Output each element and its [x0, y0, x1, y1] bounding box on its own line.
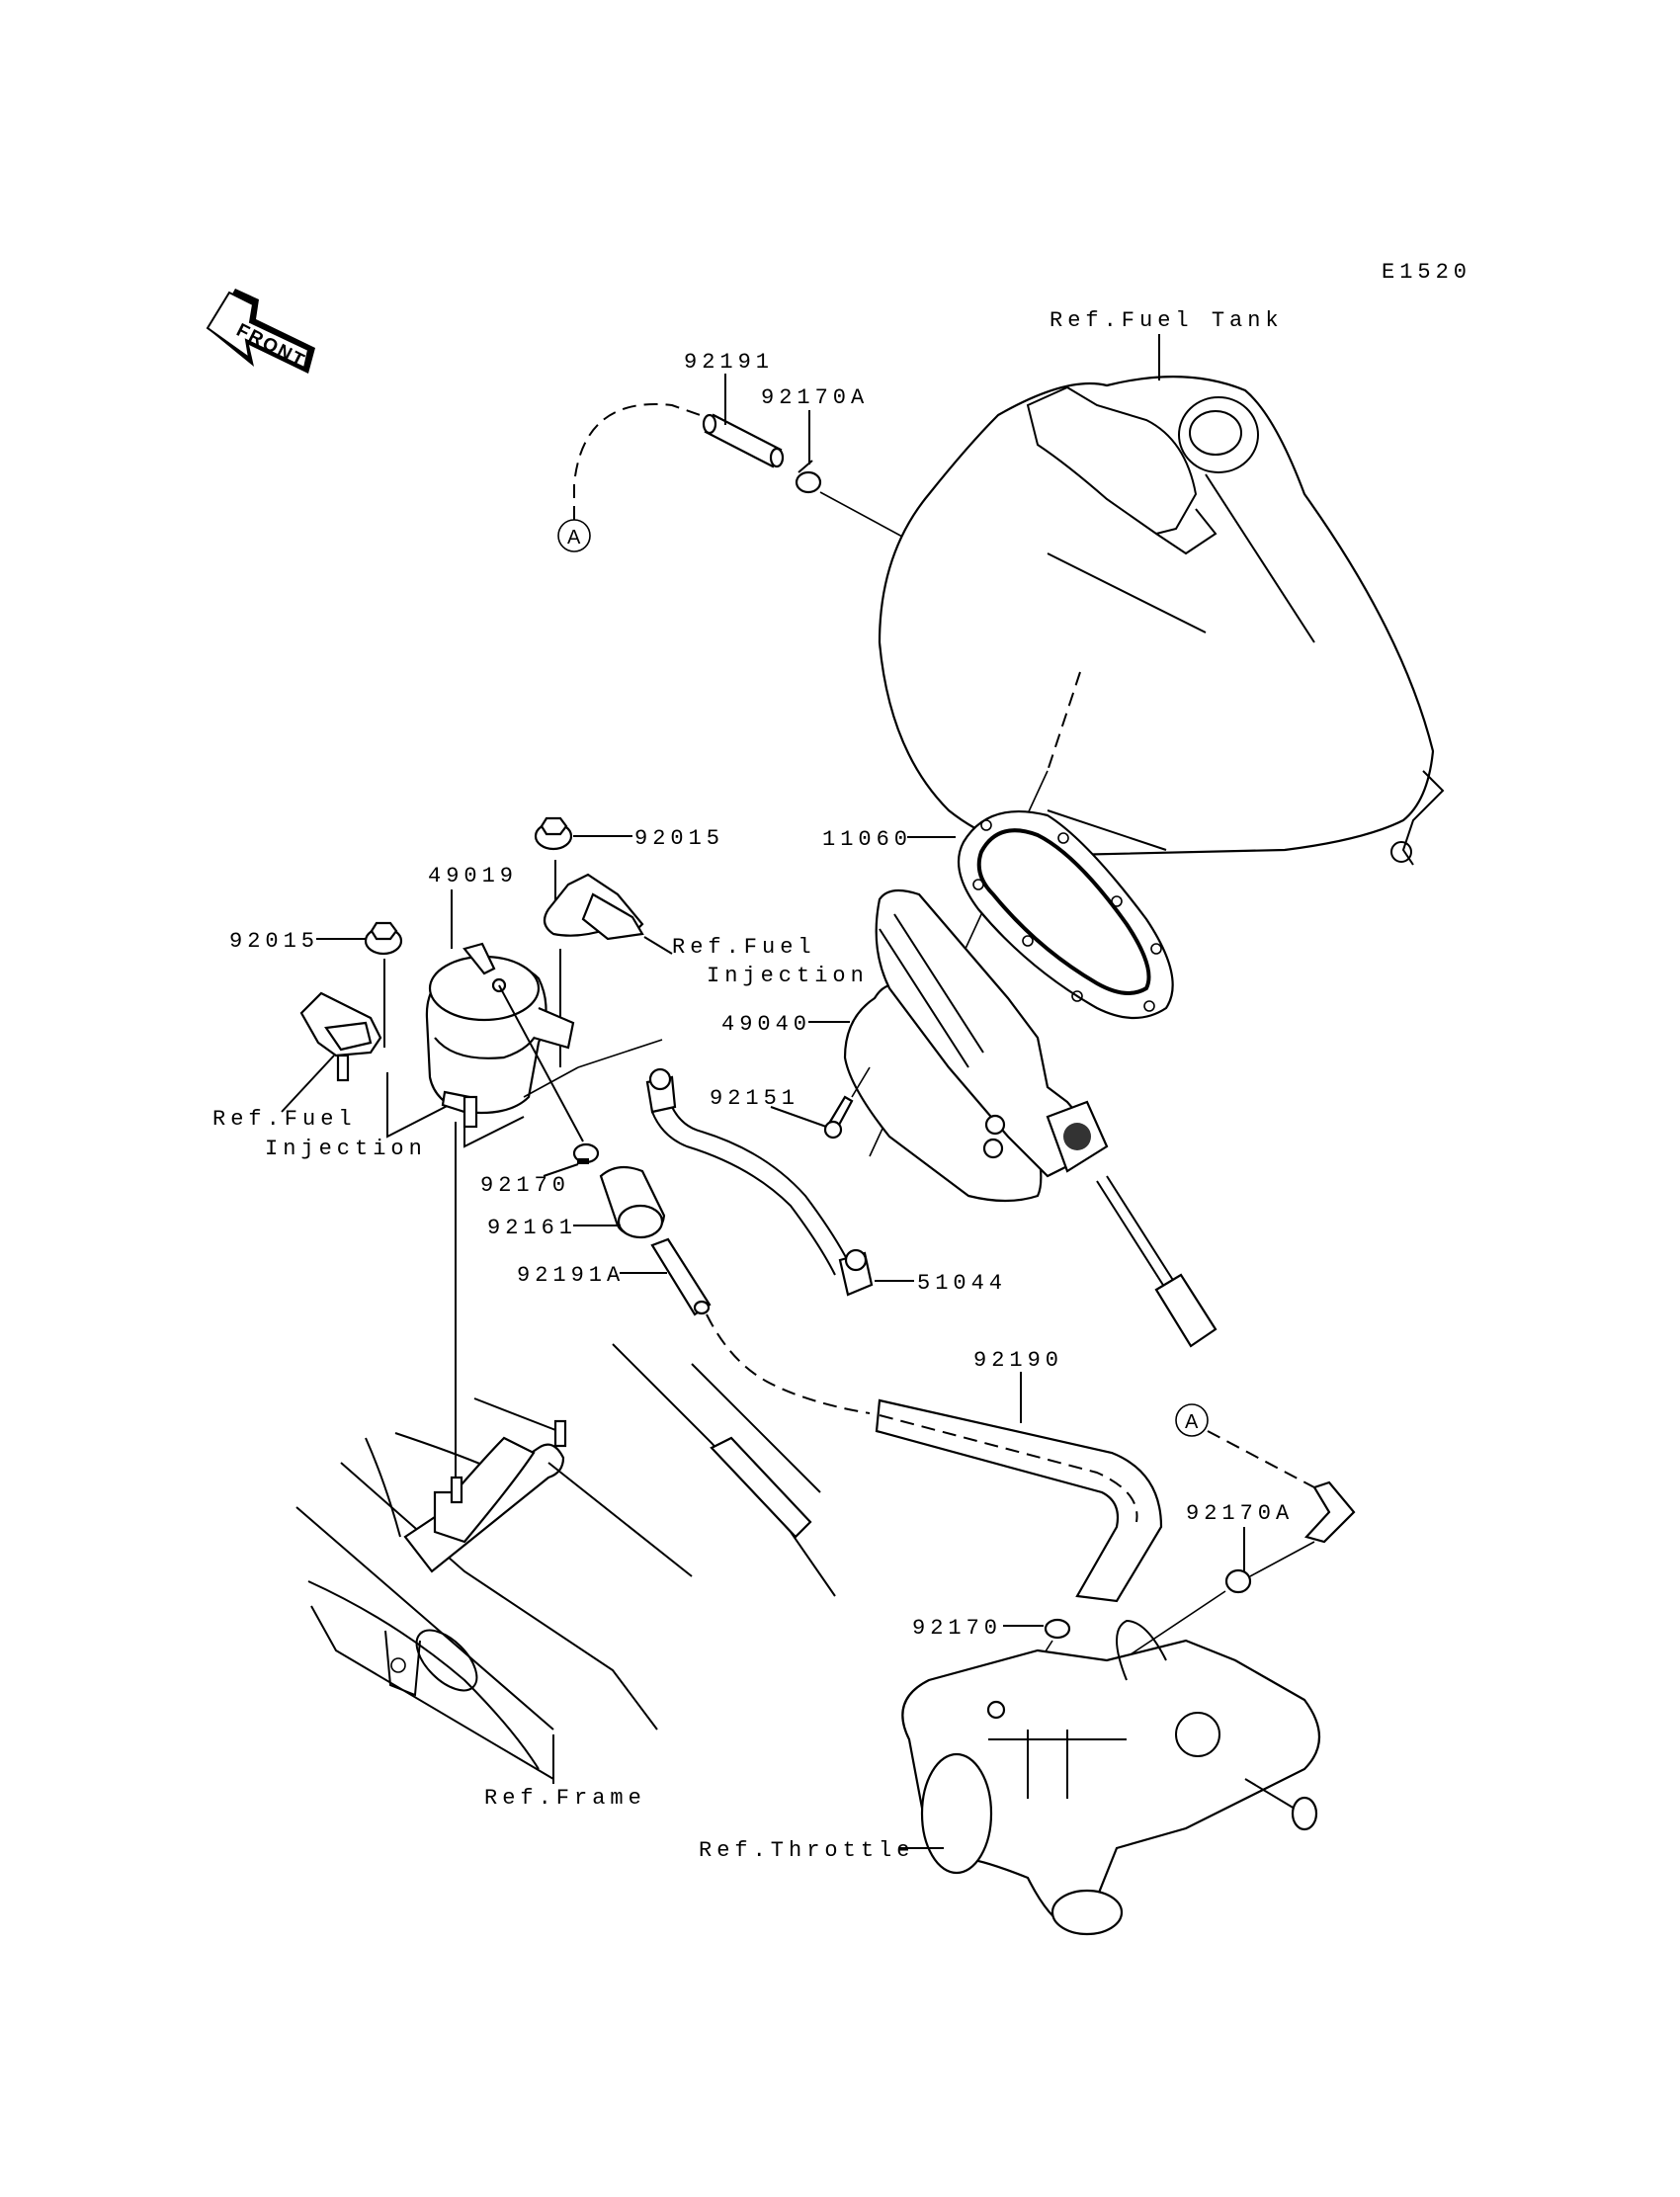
- label-92190: 92190: [973, 1348, 1063, 1373]
- label-ref-frame: Ref.Frame: [484, 1786, 646, 1811]
- svg-text:A: A: [567, 527, 581, 549]
- label-92015-left: 92015: [229, 929, 319, 954]
- clamp-92170-mid: [572, 1142, 600, 1164]
- label-ref-fuel-inj-left-2: Injection: [265, 1137, 427, 1161]
- clamp-92170-bottom: [1044, 1618, 1071, 1640]
- label-92170-bottom: 92170: [912, 1616, 1002, 1641]
- screw-92151: [823, 1095, 854, 1140]
- label-92170-mid: 92170: [480, 1173, 570, 1198]
- sensor-left: [299, 991, 382, 1082]
- nut-92015-right: [534, 816, 573, 851]
- hose-92191: [702, 413, 785, 468]
- label-92170A-bottom: 92170A: [1186, 1501, 1294, 1526]
- clamp-92170A-top: [795, 460, 822, 494]
- filter-49019: [425, 942, 575, 1129]
- svg-text:A: A: [1185, 1411, 1199, 1433]
- ref-marker-a-top: A: [557, 519, 591, 552]
- nut-92015-left: [364, 921, 403, 956]
- sensor-right: [543, 873, 644, 941]
- fuel-pump-49040: [843, 888, 1218, 1348]
- frame: [295, 1343, 836, 1784]
- diagram-code: E1520: [1382, 260, 1471, 285]
- label-ref-fuel-inj-right-2: Injection: [707, 964, 869, 988]
- label-92151: 92151: [710, 1086, 799, 1111]
- label-92191A: 92191A: [517, 1263, 625, 1288]
- label-ref-throttle: Ref.Throttle: [699, 1838, 914, 1863]
- label-ref-fuel-tank: Ref.Fuel Tank: [1050, 308, 1284, 333]
- fuel-hose-51044: [645, 1067, 874, 1297]
- gasket-11060: [957, 809, 1174, 1019]
- throttle-body: [901, 1619, 1321, 1936]
- sleeve-92161: [599, 1165, 666, 1239]
- label-11060: 11060: [822, 827, 912, 852]
- hose-92191A: [650, 1237, 712, 1316]
- label-ref-fuel-inj-left-1: Ref.Fuel: [212, 1107, 357, 1132]
- label-ref-fuel-inj-right-1: Ref.Fuel: [672, 935, 816, 960]
- label-51044: 51044: [917, 1271, 1007, 1296]
- label-92191: 92191: [684, 350, 774, 375]
- label-92170A-top: 92170A: [761, 385, 869, 410]
- clamp-92170A-bottom: [1224, 1568, 1252, 1594]
- fuel-tank: [878, 376, 1445, 866]
- label-92015-right: 92015: [634, 826, 724, 851]
- label-49019: 49019: [428, 864, 518, 888]
- ref-marker-a-bottom: A: [1175, 1403, 1209, 1437]
- label-92161: 92161: [487, 1216, 577, 1240]
- front-arrow-icon: FRONT: [206, 289, 315, 374]
- hose-92190: [875, 1398, 1163, 1603]
- label-49040: 49040: [721, 1012, 811, 1037]
